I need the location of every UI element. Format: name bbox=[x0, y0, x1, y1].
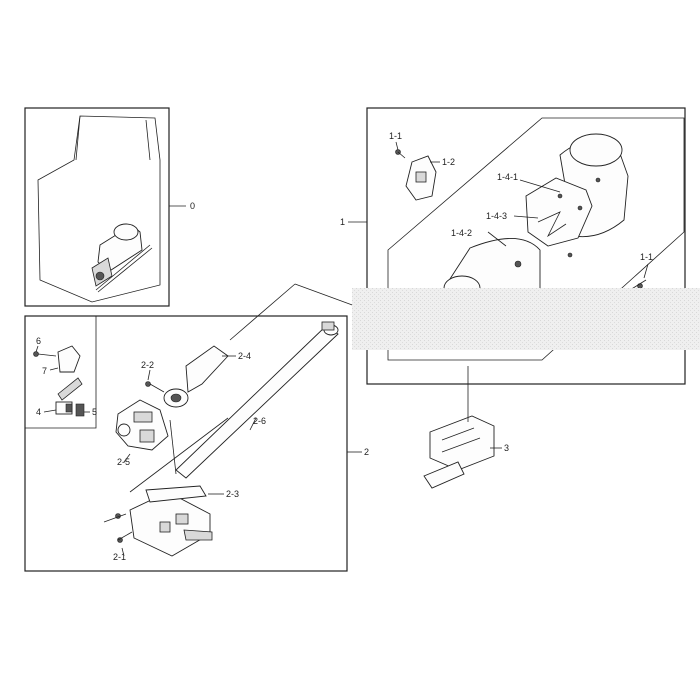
small-parts-box bbox=[25, 315, 105, 429]
callout-2-4: 2-4 bbox=[238, 351, 251, 361]
gas-valve-2-5 bbox=[115, 399, 169, 451]
leaders-box-2 bbox=[121, 283, 356, 557]
screw-6 bbox=[33, 351, 57, 357]
dryer-cabinet-outline bbox=[37, 115, 161, 303]
callout-2-1: 2-1 bbox=[113, 552, 126, 562]
igniter-2-4 bbox=[163, 345, 229, 408]
burner-bracket-2-3 bbox=[129, 485, 213, 557]
callout-labels: 0 1 1-1 1-2 1-4-1 1-4-3 1-4-2 1-1 2 2-1 … bbox=[36, 131, 653, 562]
leaders-small bbox=[35, 345, 90, 413]
heater-bracket-1-4-3 bbox=[525, 177, 593, 247]
small-screws bbox=[567, 177, 601, 258]
thermostat-bracket-1-2 bbox=[405, 155, 437, 201]
mounting-bracket-3 bbox=[423, 366, 502, 489]
callout-2-5: 2-5 bbox=[117, 457, 130, 467]
coil-strip bbox=[57, 377, 83, 401]
heater-housing-panel bbox=[387, 117, 685, 361]
callout-2-3: 2-3 bbox=[226, 489, 239, 499]
callout-2-6: 2-6 bbox=[253, 416, 266, 426]
redaction-overlay bbox=[352, 288, 700, 350]
assembly-2-box bbox=[24, 315, 362, 572]
screw-2-2 bbox=[145, 381, 165, 393]
coil-4 bbox=[55, 401, 73, 415]
callout-1-1-b: 1-1 bbox=[640, 252, 653, 262]
callout-1-1-a: 1-1 bbox=[389, 131, 402, 141]
screw-1-1a bbox=[395, 149, 406, 159]
part-5 bbox=[75, 403, 85, 417]
callout-4: 4 bbox=[36, 407, 41, 417]
burner-tube-2-6 bbox=[175, 321, 339, 479]
callout-3: 3 bbox=[504, 443, 509, 453]
screws-2-1 bbox=[103, 513, 133, 543]
callout-1: 1 bbox=[340, 217, 345, 227]
assembly-0-box bbox=[24, 107, 186, 307]
callout-1-4-1: 1-4-1 bbox=[497, 172, 518, 182]
cabinet-burner-assembly bbox=[91, 223, 153, 293]
leaders-box-1 bbox=[395, 141, 649, 279]
callout-1-2: 1-2 bbox=[442, 157, 455, 167]
callout-2: 2 bbox=[364, 447, 369, 457]
callout-6: 6 bbox=[36, 336, 41, 346]
callout-1-4-3: 1-4-3 bbox=[486, 211, 507, 221]
callout-5: 5 bbox=[92, 407, 97, 417]
callout-0: 0 bbox=[190, 201, 195, 211]
bracket-7 bbox=[57, 345, 81, 373]
callout-7: 7 bbox=[42, 366, 47, 376]
assembly-1-box bbox=[348, 107, 686, 385]
callout-1-4-2: 1-4-2 bbox=[451, 228, 472, 238]
callout-2-2: 2-2 bbox=[141, 360, 154, 370]
